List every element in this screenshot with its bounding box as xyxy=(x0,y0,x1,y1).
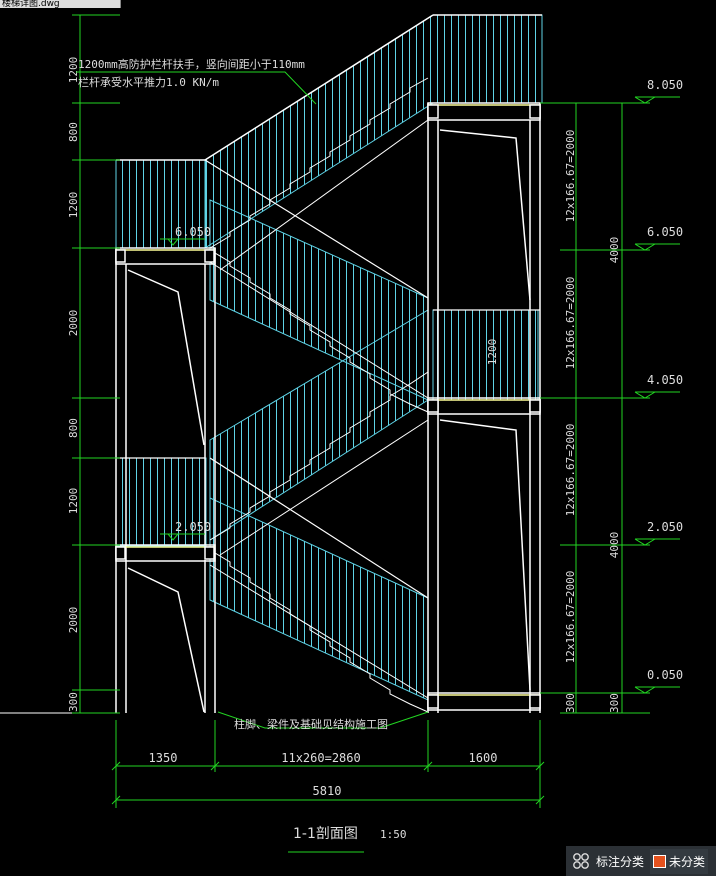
bottom-dimension-chain xyxy=(111,720,545,808)
small-dim-2: 300 xyxy=(608,693,621,713)
right-dimension-chains xyxy=(540,96,680,714)
left-dim-5: 800 xyxy=(67,418,80,438)
total-dim-2: 4000 xyxy=(608,532,621,559)
file-tab[interactable]: 楼梯详图.dwg xyxy=(0,0,121,8)
total-dim-1: 4000 xyxy=(608,237,621,264)
inner-level-6050: 6.050 xyxy=(175,225,211,239)
railings xyxy=(115,14,543,701)
left-dim-4: 2000 xyxy=(67,310,80,337)
flight-dim-2: 12x166.67=2000 xyxy=(564,277,577,370)
left-dim-2: 800 xyxy=(67,122,80,142)
flight-dim-3: 12x166.67=2000 xyxy=(564,424,577,517)
left-dim-1: 1200 xyxy=(67,57,80,84)
left-dim-3: 1200 xyxy=(67,192,80,219)
bottom-dim-2: 11x260=2860 xyxy=(281,751,360,765)
inner-level-2050: 2.050 xyxy=(175,520,211,534)
level-6050: 6.050 xyxy=(647,225,683,239)
rail-height-dim: 1200 xyxy=(486,339,499,366)
left-dimension-chain xyxy=(72,14,120,714)
grid-icon[interactable] xyxy=(572,852,590,870)
note-foundation: 柱脚、梁件及基础见结构施工图 xyxy=(234,717,388,731)
total-width: 5810 xyxy=(313,784,342,798)
level-8050: 8.050 xyxy=(647,78,683,92)
unclassified-label: 未分类 xyxy=(669,854,706,869)
flight-dim-1: 12x166.67=2000 xyxy=(564,130,577,223)
status-bar: 标注分类 未分类 xyxy=(566,846,716,876)
bottom-dim-3: 1600 xyxy=(469,751,498,765)
unclassified-button[interactable]: 未分类 xyxy=(650,848,709,874)
stair-flights xyxy=(209,77,429,713)
left-dim-6: 1200 xyxy=(67,488,80,515)
right-column xyxy=(427,103,541,713)
drawing-scale: 1:50 xyxy=(380,828,407,841)
annotate-category-label[interactable]: 标注分类 xyxy=(596,854,645,869)
orange-square-icon xyxy=(653,854,667,868)
bottom-dim-1: 1350 xyxy=(149,751,178,765)
left-column xyxy=(115,248,216,713)
flight-dim-4: 12x166.67=2000 xyxy=(564,571,577,664)
left-dim-8: 300 xyxy=(67,692,80,712)
drawing-title: 1-1剖面图 xyxy=(293,826,358,842)
level-4050: 4.050 xyxy=(647,373,683,387)
level-2050: 2.050 xyxy=(647,520,683,534)
note-load: 栏杆承受水平推力1.0 KN/m xyxy=(78,75,219,89)
left-dim-7: 2000 xyxy=(67,607,80,634)
note-railing: 1200mm高防护栏杆扶手，竖向间距小于110mm xyxy=(78,57,305,71)
small-dim-1: 300 xyxy=(564,693,577,713)
level-0050: 0.050 xyxy=(647,668,683,682)
